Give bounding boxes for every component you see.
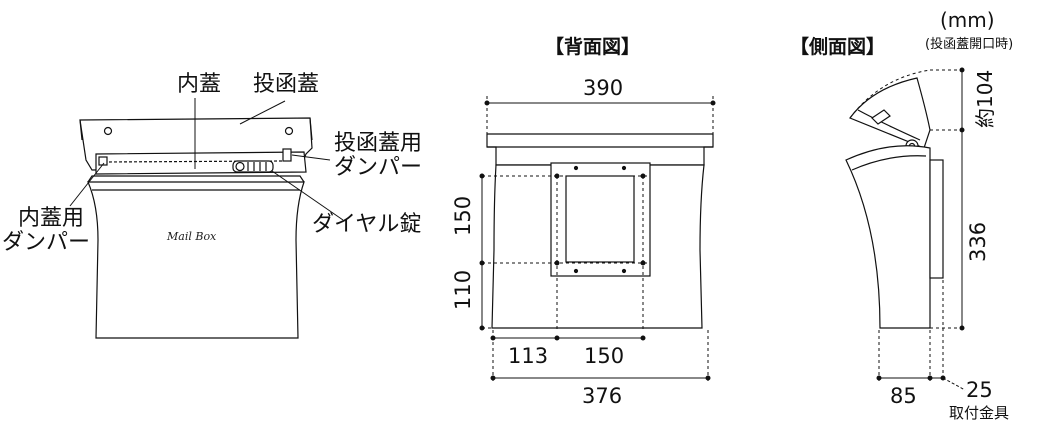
side-bracket [929,159,944,279]
mailbox-logo: Mail Box [167,230,217,243]
back-view-title: 【背面図】 [545,36,641,58]
mailbox-body [87,181,305,339]
side-view [845,77,944,329]
label-mail-lid-damper-line2: ダンパー [334,155,423,180]
dim-upper-height: 150 [451,195,475,236]
dim-left-offset: 113 [508,344,549,368]
inner-lid-shape [95,151,307,175]
dim-bottom-width: 376 [582,384,623,408]
dim-bracket: 25 [966,378,993,402]
label-bracket: 取付金具 [949,404,1010,422]
label-dial-lock: ダイヤル錠 [312,212,422,237]
back-lid [486,133,714,166]
dim-depth: 85 [890,384,917,408]
dim-top-width: 390 [583,76,624,100]
back-view-dimension-lines [479,96,716,384]
label-mail-lid: 投函蓋 [253,72,320,97]
mail-lid-damper-shape [282,148,292,162]
side-open-lid [849,77,931,149]
dim-lower-height: 110 [451,269,475,310]
label-inner-lid-damper-line1: 内蓋用 [18,206,85,231]
unit-label: (mm) [940,8,995,32]
lid-hole-right [284,126,294,136]
side-body [845,145,931,329]
dim-lid-open: 約104 [973,69,997,128]
lid-hole-left [103,126,113,136]
label-inner-lid-damper-line2: ダンパー [2,230,91,255]
dim-side-height: 336 [966,221,990,262]
label-mail-lid-damper-line1: 投函蓋用 [334,131,423,156]
front-view [79,117,313,339]
dim-bracket-width: 150 [584,344,625,368]
side-view-title: 【側面図】 [790,36,886,58]
label-inner-lid: 内蓋 [177,72,222,97]
front-leaders [69,98,344,221]
unit-note: (投函蓋開口時) [925,37,1014,52]
side-view-dimension-lines [876,67,966,391]
back-view [486,133,714,329]
